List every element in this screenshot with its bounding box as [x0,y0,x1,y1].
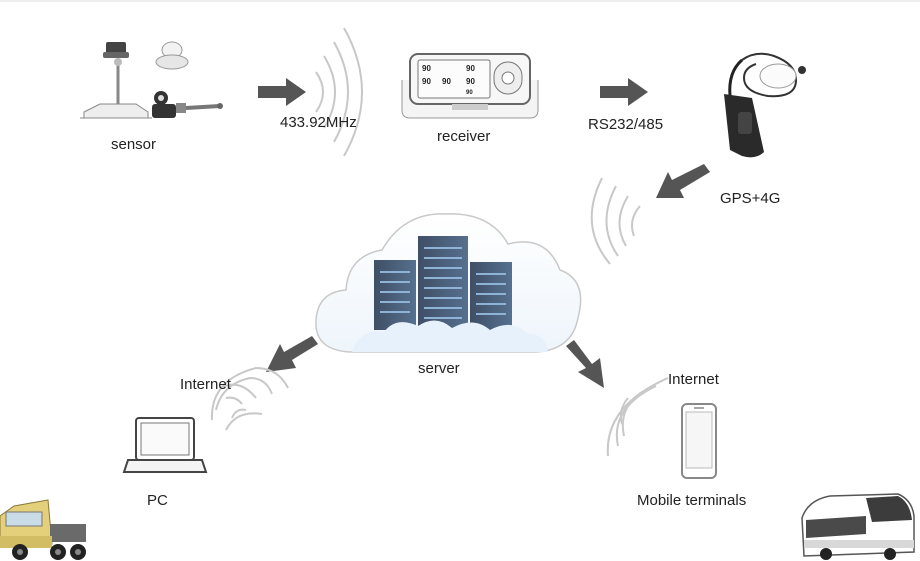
laptop-icon [122,417,208,473]
display-value: 90 [466,64,475,73]
sensor-icon [80,41,223,119]
receiver-icon [401,53,539,119]
pc-label: PC [147,492,168,509]
signal-waves-icon [315,27,363,157]
gps-4g-module-icon [724,52,806,158]
frequency-label: 433.92MHz [280,114,357,131]
receiver-display-text: 90 90 90 90 90 90 [422,64,475,96]
serial-interface-label: RS232/485 [588,116,664,133]
display-value: 90 [442,77,451,86]
arrow-icon [258,78,306,106]
arrow-icon [266,336,318,372]
internet-label-left: Internet [180,376,231,393]
display-value: 90 [466,77,475,86]
display-value: 90 [422,64,431,73]
bus-icon [801,493,915,560]
internet-label-right: Internet [668,371,719,388]
truck-icon [0,499,86,560]
display-value: 90 [422,77,431,86]
signal-waves-icon [210,366,289,431]
signal-waves-icon [606,377,669,457]
sensor-label: sensor [111,136,157,153]
arrow-icon [600,78,648,106]
arrow-icon [656,164,710,198]
smartphone-icon [681,403,717,479]
display-value: 90 [466,90,473,96]
signal-waves-icon [590,177,641,265]
mobile-terminals-label: Mobile terminals [637,492,747,509]
server-label: server [418,360,460,377]
gps-4g-label: GPS+4G [720,190,781,207]
arrow-icon [566,340,604,388]
cloud-server-icon [315,213,582,353]
receiver-label: receiver [437,128,491,145]
